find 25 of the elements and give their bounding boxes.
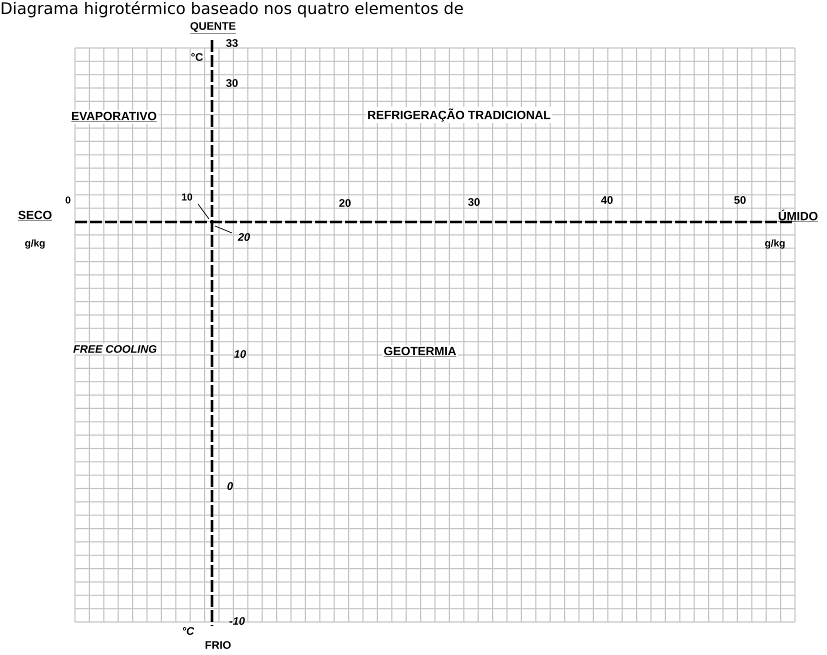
axis-label: °C [182,627,194,635]
axis-label: g/kg [765,239,785,249]
axis-label: FRIO [206,641,231,649]
axis-label: 10 [234,350,246,358]
axis-label: g/kg [25,239,45,249]
axis-label: -10 [229,617,245,625]
region-label: GEOTERMIA [382,345,458,359]
axis-label: 50 [734,196,746,204]
axis-label: 20 [339,199,351,207]
region-label: QUENTE [190,22,236,34]
region-label: FREE COOLING [72,344,158,354]
axis-label: 30 [226,79,238,87]
axis-label: 0 [227,482,233,490]
axis-label: 10 [182,193,192,201]
axis-label: °C [191,53,203,61]
region-label: ÚMIDO [778,210,818,222]
axis-label: 30 [468,198,480,206]
axis-label: 40 [601,196,613,204]
axis-label: 0 [66,196,70,204]
title: Diagrama higrotérmico baseado nos quatro elementos de [2,1,463,18]
axis-label: 20 [238,233,250,241]
region-label: EVAPORATIVO [70,110,158,124]
axis-label: 33 [226,39,238,47]
region-label: SECO [18,210,52,221]
region-label: REFRIGERAÇÃO TRADICIONAL [366,106,552,124]
